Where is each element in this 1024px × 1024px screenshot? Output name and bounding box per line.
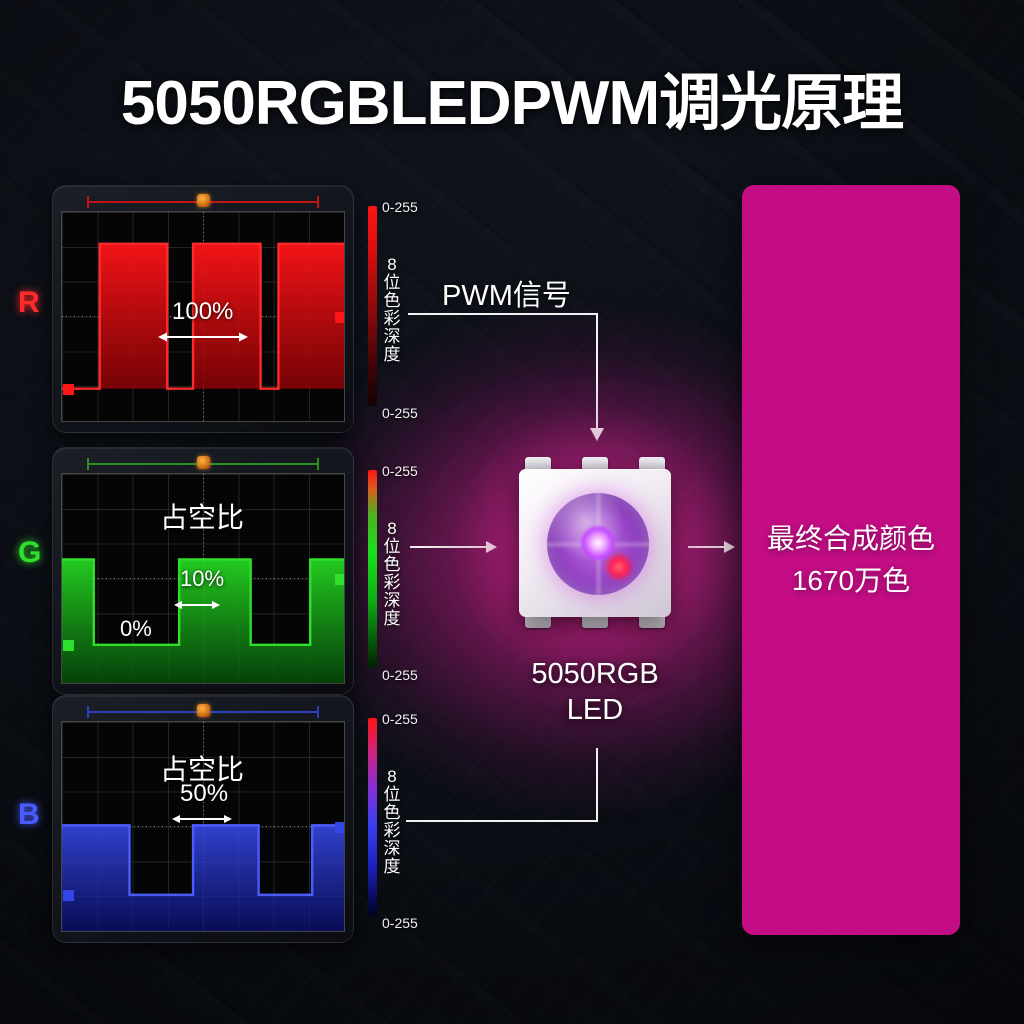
trigger-marker-b	[335, 822, 344, 833]
pwm-signal-label: PWM信号	[442, 280, 571, 312]
blue-depth-gradient	[368, 718, 377, 916]
led-name-line1: 5050RGB	[531, 658, 659, 690]
channel-label-b: B	[18, 798, 40, 831]
trigger-marker-r	[335, 312, 344, 323]
green-depth-gradient	[368, 470, 377, 668]
led-name-line2: LED	[566, 694, 624, 726]
page-title: 5050RGBLEDPWM调光原理	[120, 69, 904, 138]
connector-r-vertical	[596, 313, 598, 430]
led-component	[425, 380, 765, 710]
duty-arrow-g	[174, 601, 220, 609]
connector-b-horizontal	[406, 820, 598, 822]
scope-panel-r: 100%	[52, 185, 354, 433]
depth-top-label-b: 0-255	[382, 711, 418, 727]
scope-screen-r: 100%	[61, 211, 345, 422]
scope-toolbar-g	[87, 456, 319, 470]
trigger-knob-b[interactable]	[197, 704, 210, 717]
trigger-knob-g[interactable]	[197, 456, 210, 469]
scope-panel-g: 占空比 10% 0%	[52, 447, 354, 695]
scope-panel-b: 占空比 50%	[52, 695, 354, 943]
led-package-body	[519, 469, 671, 617]
final-color-line1: 最终合成颜色	[766, 523, 935, 554]
timebase-tick-left-r	[87, 196, 89, 208]
final-color-line2: 1670万色	[791, 565, 911, 596]
channel-marker-r	[63, 384, 74, 395]
timebase-tick-right-b	[317, 706, 319, 718]
depth-bottom-label-r: 0-255	[382, 405, 418, 421]
timebase-tick-right-r	[317, 196, 319, 208]
waveform-b	[62, 824, 344, 931]
timebase-tick-left-g	[87, 458, 89, 470]
connector-r-horizontal	[408, 313, 598, 315]
timebase-tick-left-b	[87, 706, 89, 718]
final-color-panel: 最终合成颜色 1670万色	[742, 185, 960, 935]
trigger-marker-g	[335, 574, 344, 585]
scope-screen-b: 占空比 50%	[61, 721, 345, 932]
led-lens-dome	[547, 493, 649, 595]
duty-arrow-b	[172, 815, 232, 823]
scope-toolbar-r	[87, 194, 319, 208]
waveform-g	[62, 558, 344, 683]
scope-screen-g: 占空比 10% 0%	[61, 473, 345, 684]
led-red-die-glow	[604, 552, 635, 583]
depth-top-label-r: 0-255	[382, 199, 418, 215]
connector-b-vertical	[596, 748, 598, 822]
depth-bottom-label-g: 0-255	[382, 667, 418, 683]
depth-bottom-label-b: 0-255	[382, 915, 418, 931]
final-color-text: 最终合成颜色 1670万色	[767, 518, 935, 602]
channel-marker-b	[63, 890, 74, 901]
depth-top-label-g: 0-255	[382, 463, 418, 479]
trigger-knob-r[interactable]	[197, 194, 210, 207]
scope-toolbar-b	[87, 704, 319, 718]
red-depth-gradient	[368, 206, 377, 406]
channel-marker-g	[63, 640, 74, 651]
timebase-tick-right-g	[317, 458, 319, 470]
duty-arrow-r	[158, 332, 248, 342]
led-caption: 5050RGB LED	[455, 656, 735, 728]
channel-label-r: R	[18, 286, 40, 319]
waveform-r	[62, 242, 344, 390]
channel-label-g: G	[18, 536, 42, 569]
